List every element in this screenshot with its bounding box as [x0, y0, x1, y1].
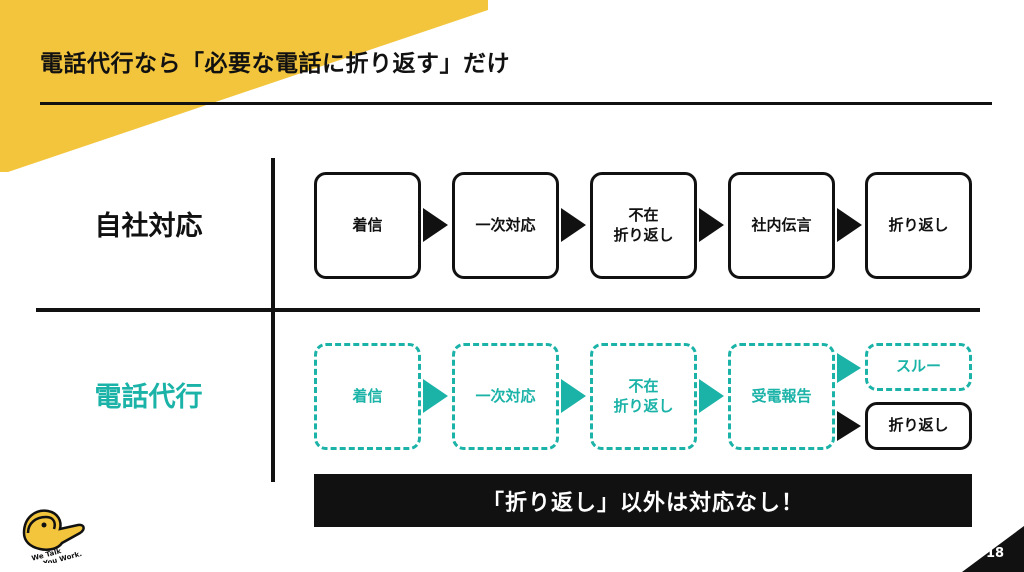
step-label: 折り返し	[888, 215, 949, 234]
agency-branch-through: スルー	[865, 343, 972, 391]
summary-banner: 「折り返し」以外は対応なし！	[314, 474, 972, 527]
arrow-right-icon	[837, 208, 862, 242]
agency-step-absent-callback: 不在 折り返し	[590, 343, 697, 450]
pelican-icon: We Talk You Work.	[22, 509, 85, 563]
step-label: 着信	[352, 386, 383, 405]
arrow-right-icon	[837, 411, 861, 441]
table-horizontal-divider	[36, 308, 980, 312]
arrow-right-icon	[699, 208, 724, 242]
page-title: 電話代行なら「必要な電話に折り返す」だけ	[40, 51, 510, 77]
self-step-incoming: 着信	[314, 172, 421, 279]
step-label: 着信	[352, 215, 383, 234]
step-label: 不在 折り返し	[613, 206, 674, 244]
arrow-right-icon	[561, 379, 586, 413]
row-label-self: 自社対応	[94, 211, 203, 242]
step-label: 社内伝言	[751, 215, 812, 234]
row-label-agency: 電話代行	[94, 382, 203, 413]
agency-step-call-report: 受電報告	[728, 343, 835, 450]
step-label: 一次対応	[475, 386, 536, 405]
agency-branch-callback: 折り返し	[865, 402, 972, 450]
corner-accent-shape	[0, 0, 488, 172]
arrow-right-icon	[699, 379, 724, 413]
step-label: 受電報告	[751, 386, 812, 405]
agency-step-incoming: 着信	[314, 343, 421, 450]
table-vertical-divider	[271, 158, 275, 482]
arrow-right-icon	[423, 379, 448, 413]
page-number-corner	[962, 526, 1024, 572]
title-underline	[40, 102, 992, 105]
self-step-callback: 折り返し	[865, 172, 972, 279]
step-label: 折り返し	[888, 416, 949, 435]
step-label: 不在 折り返し	[613, 377, 674, 415]
self-step-internal-message: 社内伝言	[728, 172, 835, 279]
step-label: 一次対応	[475, 215, 536, 234]
agency-step-first-response: 一次対応	[452, 343, 559, 450]
arrow-right-icon	[561, 208, 586, 242]
self-step-first-response: 一次対応	[452, 172, 559, 279]
arrow-right-icon	[837, 353, 861, 383]
step-label: スルー	[895, 357, 941, 376]
page-number: 18	[986, 546, 1005, 561]
self-step-absent-callback: 不在 折り返し	[590, 172, 697, 279]
arrow-right-icon	[423, 208, 448, 242]
